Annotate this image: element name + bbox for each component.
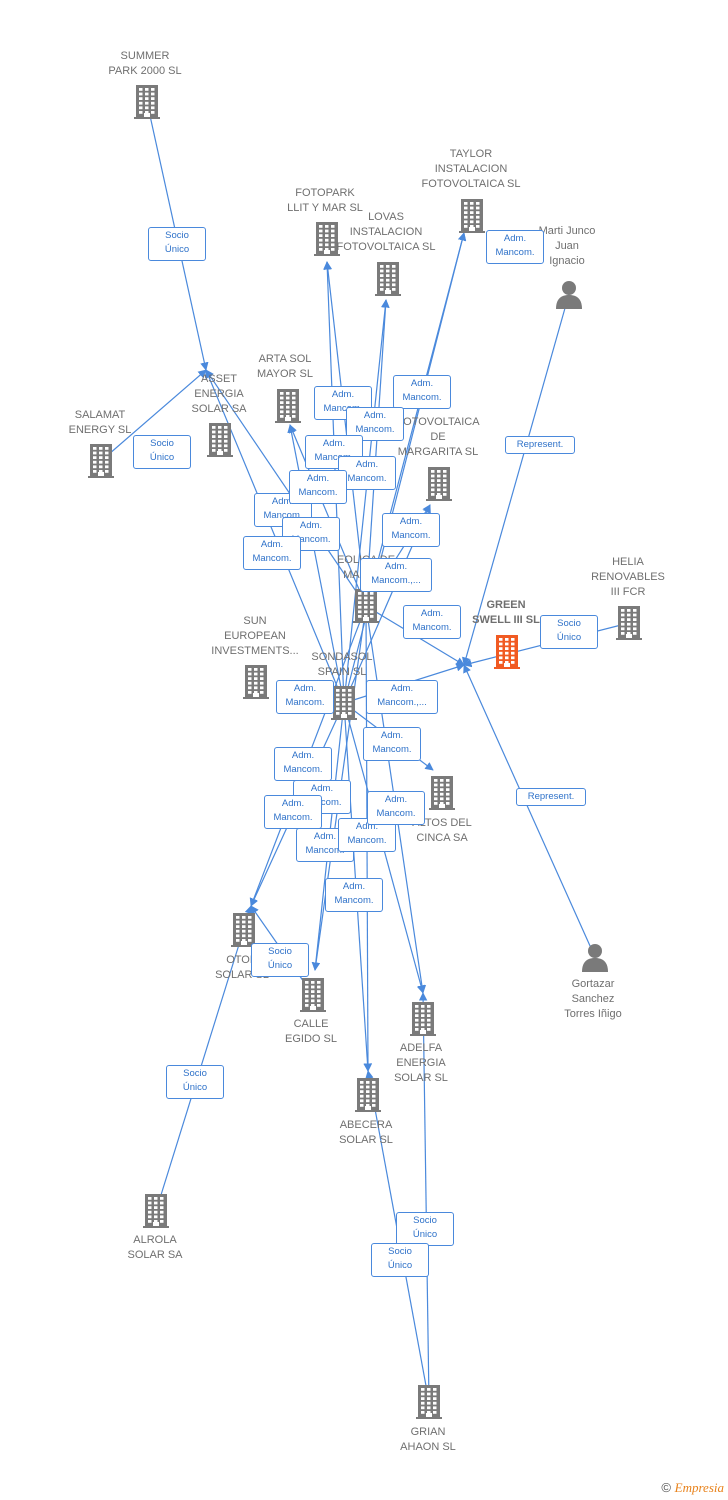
edge-eolica-to-arta	[289, 424, 367, 607]
lovas-building-icon[interactable]	[375, 262, 401, 301]
sondasol-building-icon[interactable]	[331, 686, 357, 725]
copyright-symbol: ©	[661, 1480, 672, 1495]
alrola-label[interactable]: ALROLA SOLAR SA	[127, 1234, 183, 1261]
adelfa-label[interactable]: ADELFA ENERGIA SOLAR SL	[394, 1042, 448, 1084]
sun-label[interactable]: SUN EUROPEAN INVESTMENTS...	[211, 615, 299, 657]
relation-badge[interactable]: Adm. Mancom.,...	[360, 558, 432, 592]
relation-badge[interactable]: Adm. Mancom.	[367, 791, 425, 825]
arta-building-icon[interactable]	[275, 389, 301, 428]
edge-gortazar-to-green	[463, 664, 596, 958]
sun-building-icon[interactable]	[243, 665, 269, 704]
lovas-label[interactable]: LOVAS INSTALACION FOTOVOLTAICA SL	[336, 211, 436, 253]
relation-badge[interactable]: Socio Único	[148, 227, 206, 261]
footer-brand: © Empresia	[661, 1480, 724, 1496]
eolica-building-icon[interactable]	[353, 589, 379, 628]
grian-label[interactable]: GRIAN AHAON SL	[400, 1426, 456, 1453]
fotopark-building-icon[interactable]	[314, 222, 340, 261]
relation-badge[interactable]: Socio Único	[396, 1212, 454, 1246]
helia-label[interactable]: HELIA RENOVABLES III FCR	[591, 556, 665, 598]
margarita-label[interactable]: FOTOVOLTAICA DE MARGARITA SL	[396, 416, 480, 458]
gortazar-label[interactable]: Gortazar Sanchez Torres Iñigo	[564, 978, 622, 1020]
salamat-label[interactable]: SALAMAT ENERGY SL	[68, 409, 132, 436]
relation-badge[interactable]: Adm. Mancom.	[243, 536, 301, 570]
salamat-building-icon[interactable]	[88, 444, 114, 483]
abecera-building-icon[interactable]	[355, 1078, 381, 1117]
asset-building-icon[interactable]	[207, 423, 233, 462]
relation-badge[interactable]: Adm. Mancom.	[276, 680, 334, 714]
alrola-building-icon[interactable]	[143, 1194, 169, 1233]
brand-logo: Empresia	[674, 1480, 724, 1495]
marti-label[interactable]: Marti Junco Juan Ignacio	[538, 225, 596, 267]
taylor-building-icon[interactable]	[459, 199, 485, 238]
margarita-building-icon[interactable]	[426, 467, 452, 506]
edge-sondasol-to-taylor	[343, 232, 467, 704]
sondasol-label[interactable]: SONDASOL SPAIN SL	[311, 651, 373, 678]
relation-badge[interactable]: Adm. Mancom.	[338, 456, 396, 490]
summer-building-icon[interactable]	[134, 85, 160, 124]
relation-badge[interactable]: Socio Único	[371, 1243, 429, 1277]
relation-badge[interactable]: Adm. Mancom.	[289, 470, 347, 504]
taylor-label[interactable]: TAYLOR INSTALACION FOTOVOLTAICA SL	[421, 148, 521, 190]
relation-badge[interactable]: Adm. Mancom.	[282, 517, 340, 551]
grian-building-icon[interactable]	[416, 1385, 442, 1424]
edge-alrola-to-oton	[155, 905, 253, 1212]
green-label[interactable]: GREEN SWELL III SL	[472, 599, 540, 626]
relation-badge[interactable]: Adm. Mancom.,...	[366, 680, 438, 714]
relation-badge[interactable]: Adm. Mancom.	[403, 605, 461, 639]
summer-label[interactable]: SUMMER PARK 2000 SL	[108, 50, 182, 77]
arta-label[interactable]: ARTA SOL MAYOR SL	[256, 353, 314, 380]
relation-badge[interactable]: Adm. Mancom.	[274, 747, 332, 781]
helia-building-icon[interactable]	[616, 606, 642, 645]
marti-person-icon[interactable]	[554, 279, 584, 314]
gortazar-person-icon[interactable]	[580, 942, 610, 977]
adelfa-building-icon[interactable]	[410, 1002, 436, 1041]
green-building-icon[interactable]	[494, 635, 520, 674]
relation-badge[interactable]: Adm. Mancom.	[382, 513, 440, 547]
edge-eolica-to-lovas	[365, 299, 390, 607]
oton-building-icon[interactable]	[231, 913, 257, 952]
relation-badge[interactable]: Adm. Mancom.	[305, 435, 363, 469]
edge-salamat-to-asset	[100, 369, 207, 462]
calle-label[interactable]: CALLE EGIDO SL	[285, 1018, 337, 1045]
relation-badge[interactable]: Adm. Mancom.	[325, 878, 383, 912]
relation-badge[interactable]: Adm. Mancom.	[393, 375, 451, 409]
abecera-label[interactable]: ABECERA SOLAR SL	[339, 1119, 393, 1146]
fotopark-label[interactable]: FOTOPARK LLIT Y MAR SL	[287, 187, 363, 214]
asset-label[interactable]: ASSET ENERGIA SOLAR SA	[191, 373, 247, 415]
edge-sondasol-to-lovas	[343, 299, 390, 704]
edge-grian-to-adelfa	[418, 992, 430, 1403]
relation-badge[interactable]: Socio Único	[251, 943, 309, 977]
calle-building-icon[interactable]	[300, 978, 326, 1017]
altos-building-icon[interactable]	[429, 776, 455, 815]
relation-badge[interactable]: Adm. Mancom.	[486, 230, 544, 264]
relation-badge[interactable]: Socio Único	[540, 615, 598, 649]
relation-badge[interactable]: Represent.	[505, 436, 575, 454]
edge-marti-to-green	[462, 293, 570, 666]
relation-badge[interactable]: Adm. Mancom.	[363, 727, 421, 761]
relation-badge[interactable]: Socio Único	[166, 1065, 224, 1099]
relation-badge[interactable]: Represent.	[516, 788, 586, 806]
relation-badge[interactable]: Socio Único	[133, 435, 191, 469]
relation-badge[interactable]: Adm. Mancom.	[264, 795, 322, 829]
relation-badge[interactable]: Adm. Mancom.	[346, 407, 404, 441]
